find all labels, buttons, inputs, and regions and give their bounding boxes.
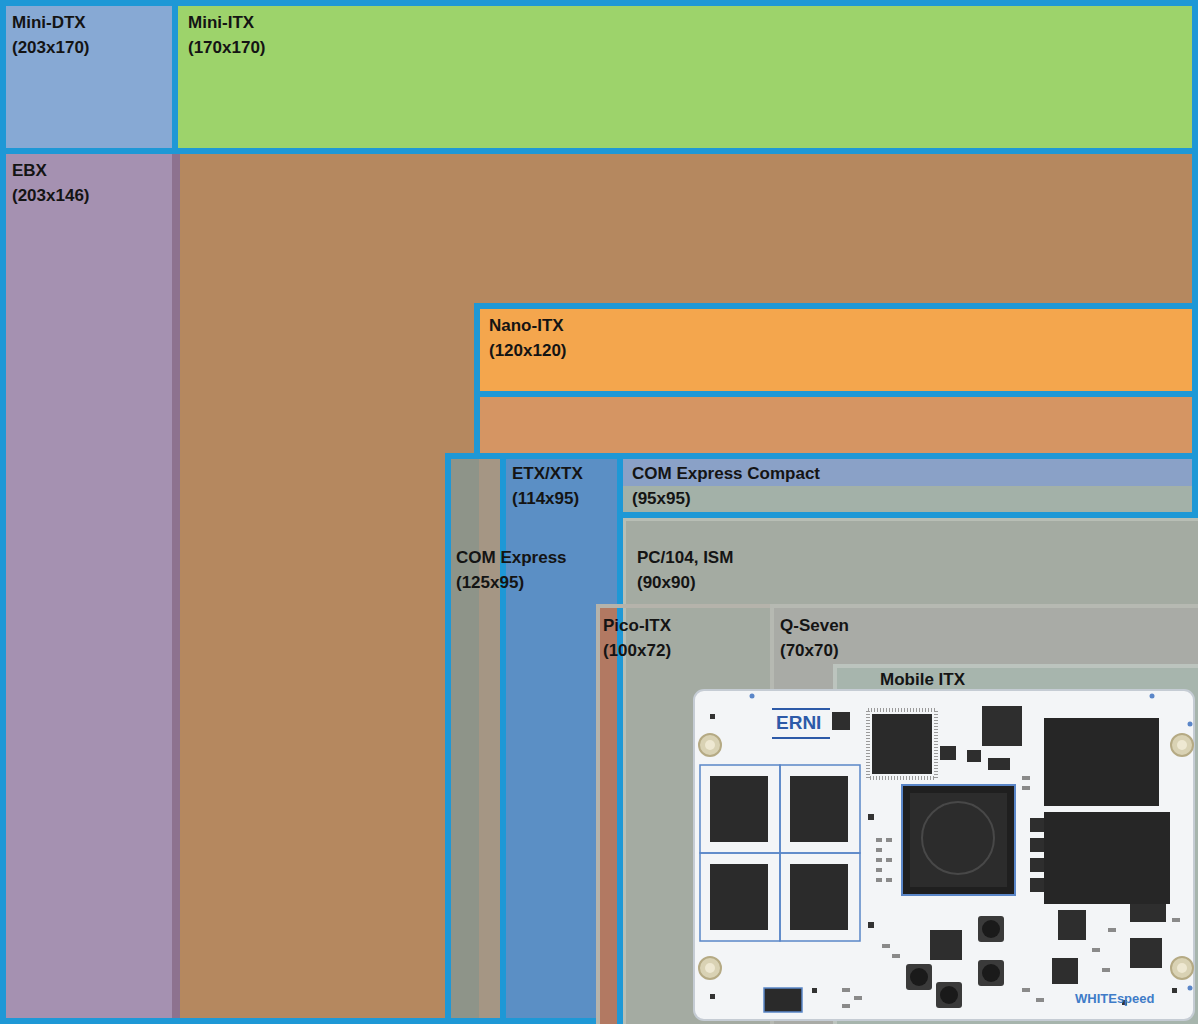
form-factor-label: COM Express(125x95) [456,545,567,595]
board-marking: ERNI [776,712,821,734]
form-factor-label: Nano-ITX(120x120) [489,313,567,363]
form-factor-label: Mini-DTX(203x170) [12,10,90,60]
form-factor-size: (90x90) [637,570,733,595]
form-factor-name: Nano-ITX [489,313,567,338]
form-factor-name: Q-Seven [780,613,849,638]
form-factor-label: EBX(203x146) [12,158,90,208]
form-factor-label: COM Express Compact(95x95) [632,461,820,511]
form-factor-label: Mini-ITX(170x170) [188,10,266,60]
form-factor-label: Pico-ITX(100x72) [603,613,671,663]
form-factor-name: Pico-ITX [603,613,671,638]
form-factor-size: (203x146) [12,183,90,208]
form-factor-label: Mobile ITX [880,667,965,692]
form-factor-size: (203x170) [12,35,90,60]
form-factor-label: Q-Seven(70x70) [780,613,849,663]
form-factor-name: COM Express [456,545,567,570]
logo-frame [772,709,830,738]
board-marking-holder: ERNI [776,712,821,734]
push-buttons [906,916,1004,1008]
form-factor-size: (70x70) [780,638,849,663]
ram-chips [700,765,860,941]
form-factor-size: (114x95) [512,486,583,511]
form-factor-name: EBX [12,158,90,183]
form-factor-name: Mini-DTX [12,10,90,35]
form-factor-label: ETX/XTX(114x95) [512,461,583,511]
form-factor-size: (95x95) [632,486,820,511]
pcb [694,690,1194,1020]
form-factor-name: ETX/XTX [512,461,583,486]
bottom-chip [764,988,802,1012]
board-photo [692,688,1198,1024]
edge-dots [710,694,1193,1006]
form-factor-size: (170x170) [188,35,266,60]
board-marking-holder: WHITEspeed [1075,990,1154,1007]
qfp-chip [868,710,936,778]
form-factor-box: Mini-ITX(170x170) [172,0,1198,154]
flash-chips [1044,718,1170,904]
form-factor-label: PC/104, ISM(90x90) [637,545,733,595]
form-factor-name: Mini-ITX [188,10,266,35]
form-factor-size: (120x120) [489,338,567,363]
form-factor-size: (125x95) [456,570,567,595]
form-factor-size: (100x72) [603,638,671,663]
board-marking: WHITEspeed [1075,990,1154,1007]
form-factor-name: PC/104, ISM [637,545,733,570]
form-factor-name: Mobile ITX [880,667,965,692]
form-factor-name: COM Express Compact [632,461,820,486]
passive-parts [842,776,1180,1008]
bga-processor [902,785,1015,895]
